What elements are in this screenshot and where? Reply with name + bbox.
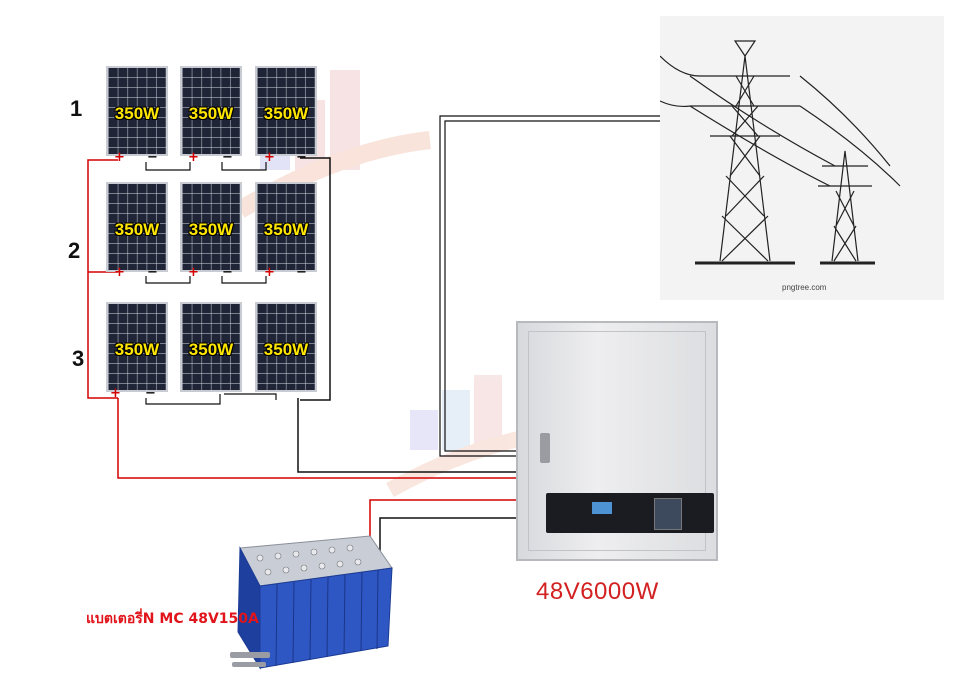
row-number-3: 3 xyxy=(72,346,85,371)
panel-wattage-label: 350W xyxy=(114,340,160,359)
positive-bus-wire xyxy=(87,159,118,399)
solar-panel-icon: 350W xyxy=(255,66,317,156)
series-link-row1 xyxy=(145,162,267,171)
positive-terminal: + xyxy=(114,265,125,280)
grid-line-a xyxy=(439,115,700,457)
solar-panel-icon: 350W xyxy=(106,182,168,272)
watermark-logo-lower xyxy=(386,375,571,497)
positive-terminal: + xyxy=(188,265,199,280)
solar-panel-icon: 350W xyxy=(180,302,242,392)
negative-terminal: − xyxy=(147,265,158,280)
panel-wattage-label: 350W xyxy=(114,104,160,123)
row-number-1: 1 xyxy=(70,96,83,121)
negative-terminal: − xyxy=(296,265,307,280)
panel-wattage-label: 350W xyxy=(188,104,234,123)
solar-panel-icon: 350W xyxy=(180,66,242,156)
solar-panel-icon: 350W xyxy=(106,66,168,156)
grid-line-b xyxy=(444,120,700,452)
negative-terminal: − xyxy=(296,150,307,165)
battery-label: แบตเตอรี่N MC 48V150A xyxy=(86,611,259,627)
positive-terminal: + xyxy=(264,150,275,165)
cabinet-handle xyxy=(540,433,550,463)
positive-terminal: + xyxy=(110,386,121,401)
panel-wattage-label: 350W xyxy=(263,340,309,359)
negative-terminal: − xyxy=(147,150,158,165)
series-link-row3 xyxy=(145,393,277,405)
solar-panel-icon: 350W xyxy=(255,302,317,392)
panel-wattage-label: 350W xyxy=(263,220,309,239)
inverter-cabinet-icon xyxy=(516,321,718,561)
positive-terminal: + xyxy=(188,150,199,165)
solar-panel-icon: 350W xyxy=(106,302,168,392)
inverter-label: 48V6000W xyxy=(536,578,659,605)
row-number-2: 2 xyxy=(68,238,81,263)
inverter-display-strip xyxy=(546,493,714,533)
panel-wattage-label: 350W xyxy=(188,340,234,359)
pv-negative-to-inverter xyxy=(297,398,522,473)
transmission-tower-icon xyxy=(660,40,901,265)
negative-terminal: − xyxy=(222,150,233,165)
inverter-control-panel xyxy=(654,498,682,530)
negative-terminal: − xyxy=(222,265,233,280)
panel-wattage-label: 350W xyxy=(188,220,234,239)
image-credit: pngtree.com xyxy=(782,283,827,292)
power-grid-image xyxy=(660,16,944,300)
pv-positive-to-inverter xyxy=(117,398,523,479)
cabinet-door xyxy=(528,331,706,551)
series-link-row2 xyxy=(145,276,267,284)
solar-panel-icon: 350W xyxy=(180,182,242,272)
inverter-screen xyxy=(592,502,612,514)
negative-bus-wire xyxy=(300,157,331,401)
panel-wattage-label: 350W xyxy=(263,104,309,123)
panel-wattage-label: 350W xyxy=(114,220,160,239)
positive-terminal: + xyxy=(114,150,125,165)
negative-terminal: − xyxy=(145,386,156,401)
battery-negative-wire xyxy=(379,517,522,560)
solar-panel-icon: 350W xyxy=(255,182,317,272)
positive-terminal: + xyxy=(264,265,275,280)
battery-pack-icon xyxy=(230,535,393,670)
